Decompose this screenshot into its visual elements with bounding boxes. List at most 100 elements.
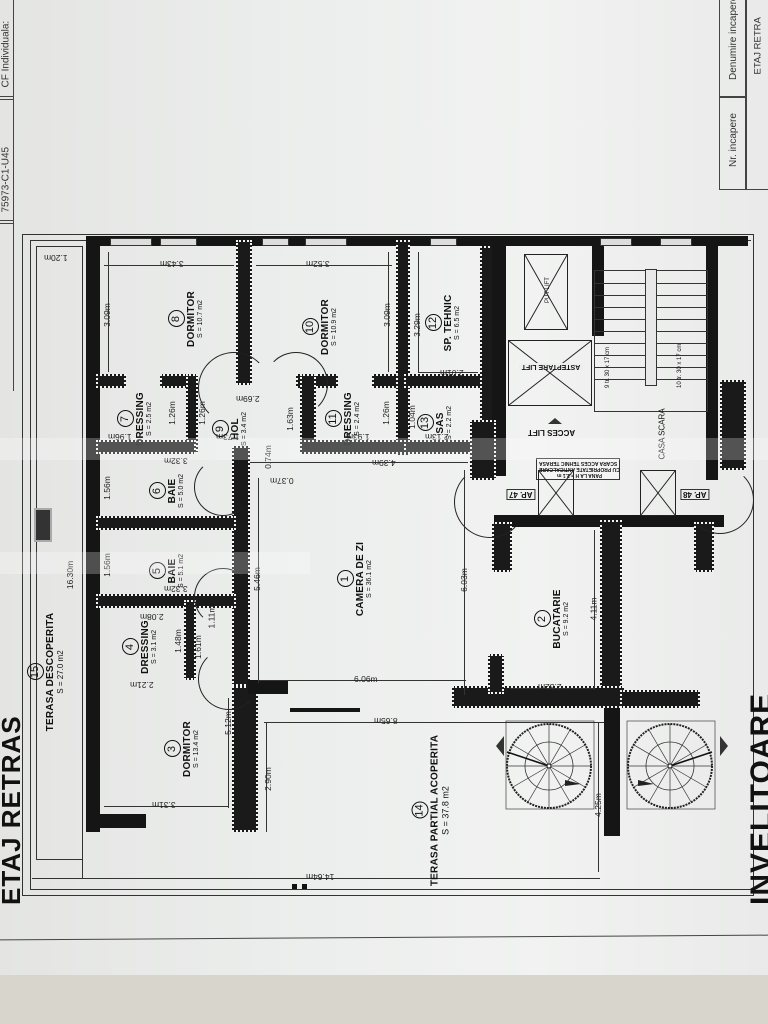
dimension: 2.90m: [262, 767, 273, 791]
room-name: DORMITOR: [320, 299, 331, 355]
dimension: 2.32m: [538, 682, 562, 692]
dimension: 3.31m: [152, 800, 176, 810]
room-12-label: 12 SP. TEHNIC S = 6.5 m2: [423, 283, 461, 363]
room-6-label: 6 BAIE S = 5.0 m2: [147, 461, 185, 521]
wall-left: [86, 236, 100, 832]
window: [600, 238, 632, 246]
door-ap47[interactable]: [454, 466, 526, 538]
wall-10-12: [396, 240, 410, 455]
door-5[interactable]: [194, 568, 252, 626]
dimension: 2.69m: [236, 394, 260, 404]
dim-line: [264, 722, 604, 723]
room-1-label: 1 CAMERA DE ZI S = 36.1 m2: [335, 539, 373, 619]
dimension: 4.11m: [588, 597, 599, 621]
stair-right-spec: 10 tr. 30 x 17 cm: [677, 343, 683, 388]
room-area: S = 3.1 m2: [151, 629, 158, 665]
room-name: CAMERA DE ZI: [355, 541, 366, 617]
title-cell-partial: [0, 220, 14, 391]
tech-hatch-left: [538, 470, 574, 516]
title-cell-number: 75973-C1-U45: [0, 96, 14, 224]
stair-left-spec: 9 tr. 30 x 17 cm: [605, 346, 611, 388]
dimension: 3.09m: [381, 303, 392, 327]
cadastral-number: 75973-C1-U45: [0, 146, 12, 213]
window: [262, 238, 289, 246]
dimension: 2.01m: [440, 368, 464, 378]
staircase: [594, 269, 708, 412]
room-number: 12: [425, 314, 442, 332]
wall-sliding: [290, 708, 360, 712]
room-number: 10: [302, 318, 319, 336]
door-6[interactable]: [194, 458, 252, 516]
wall-kitchen-right: [600, 520, 622, 695]
lift-waiting-label: ASTEPTARE LIFT: [519, 363, 583, 370]
room-area: S = 6.5 m2: [454, 305, 461, 341]
wall-bottom-left: [86, 814, 146, 828]
door-ap48[interactable]: [686, 466, 754, 534]
room-area: S = 37.8 m2: [440, 786, 451, 835]
door-10[interactable]: [264, 352, 328, 416]
room-area: S = 9.2 m2: [563, 601, 570, 637]
room-number: 6: [149, 482, 166, 500]
room-3-label: 3 DORMITOR S = 13.4 m2: [162, 714, 200, 784]
lift-waiting-area: ASTEPTARE LIFT: [508, 340, 592, 406]
drain-marker-icon: [302, 884, 307, 889]
dimension: 3.52m: [306, 259, 330, 269]
dim-line: [108, 252, 109, 372]
room-number: 11: [325, 410, 342, 428]
title-cell-cf: CF Individuala:: [0, 0, 14, 100]
room-area: S = 10.9 m2: [331, 308, 338, 346]
spiral-right-arrow-icon: [720, 736, 728, 756]
door-3[interactable]: [198, 648, 260, 710]
dim-line: [82, 246, 83, 878]
floor-name-cell: ETAJ RETRA: [745, 0, 768, 190]
room-area: S = 27.0 m2: [56, 650, 65, 694]
lift-shaft: PUT LIFT: [524, 254, 568, 330]
room-number: 4: [122, 638, 139, 656]
room-number-header: Nr. incapere: [728, 113, 739, 167]
dim-line: [258, 680, 466, 681]
dimension: 8.65m: [374, 716, 398, 726]
dimension: 1.26m: [196, 401, 207, 425]
dimension: 5.12m: [222, 711, 233, 735]
window: [660, 238, 692, 246]
door-8[interactable]: [198, 352, 270, 424]
room-number: 2: [534, 610, 551, 628]
dim-line: [418, 372, 478, 373]
dimension: 6.06m: [354, 674, 378, 684]
room-number: 1: [337, 570, 354, 588]
window: [160, 238, 197, 246]
room-area: S = 36.1 m2: [366, 560, 373, 598]
dimension: 1.26m: [380, 401, 391, 425]
wall-4-right: [184, 600, 196, 680]
dim-line: [418, 252, 419, 372]
dimension: 1.56m: [101, 476, 112, 500]
room-name: SP. TEHNIC: [443, 294, 454, 352]
dimension: 3.43m: [160, 259, 184, 269]
dimension: 6.03m: [458, 568, 469, 592]
roof-drain-icon: [34, 508, 52, 542]
room-name: DRESSING: [140, 620, 151, 674]
room-number: 8: [168, 310, 185, 328]
dim-line: [388, 252, 389, 372]
room-name: TERASA PARTIAL ACOPERITA: [429, 734, 441, 887]
dim-line: [104, 265, 234, 266]
dimension: 0.37m: [270, 476, 294, 486]
room-name-header-cell: Denumire incapere: [719, 0, 747, 98]
dim-line: [510, 688, 594, 689]
window: [305, 238, 347, 246]
apartment-47-label: AP. 47: [506, 489, 536, 500]
wall-lift-stairs: [592, 246, 604, 336]
window: [430, 238, 457, 246]
dim-line: [464, 470, 465, 695]
room-area: S = 5.0 m2: [178, 473, 185, 509]
wall-terrace-divider: [604, 690, 620, 836]
dim-line: [228, 698, 229, 808]
spiral-stair-left: [505, 720, 595, 810]
dimension: 1.61m: [192, 635, 203, 659]
dim-line: [598, 722, 599, 872]
room-number: 15: [27, 663, 44, 681]
room-number: 7: [117, 410, 134, 428]
left-floor-label: ETAJ RETRAS: [0, 715, 26, 905]
dim-line: [258, 478, 259, 683]
lift-access-label: ACCES LIFT: [528, 428, 576, 437]
